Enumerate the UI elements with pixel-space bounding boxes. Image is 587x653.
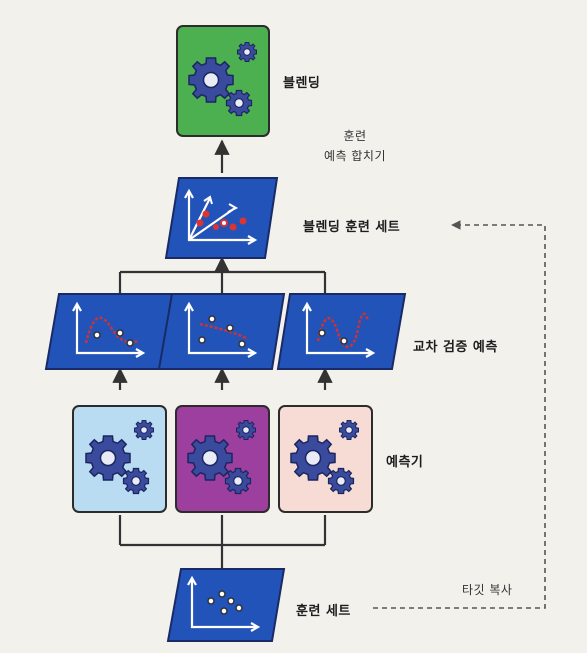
scatter-plot-icon bbox=[186, 576, 260, 633]
scatter-plot-icon bbox=[183, 189, 257, 246]
copy-targets-label: 타깃 복사 bbox=[462, 583, 513, 597]
blend-inputs-line2: 예측 합치기 bbox=[323, 149, 386, 163]
blending-train-set-card bbox=[164, 177, 279, 259]
blend-inputs-caption: 훈련 예측 합치기 bbox=[305, 126, 405, 166]
blender-box bbox=[176, 25, 270, 137]
cv-prediction-card-2 bbox=[157, 293, 286, 370]
copy-targets-arrow bbox=[373, 220, 546, 609]
predictors-label: 예측기 bbox=[386, 455, 424, 470]
blend-inputs-line1: 훈련 bbox=[343, 129, 367, 143]
blending-train-set-label: 블렌딩 훈련 세트 bbox=[303, 220, 401, 235]
train-set-label: 훈련 세트 bbox=[296, 604, 351, 619]
train-set-card bbox=[166, 568, 286, 642]
blender-label: 블렌딩 bbox=[283, 76, 321, 91]
cv-predictions-label: 교차 검증 예측 bbox=[413, 340, 498, 355]
cv-prediction-card-3 bbox=[276, 293, 407, 370]
predictor-box-3 bbox=[278, 405, 373, 513]
predictor-box-1 bbox=[72, 405, 167, 513]
connectors bbox=[112, 139, 333, 568]
cv-prediction-card-1 bbox=[44, 293, 174, 370]
predictor-box-2 bbox=[175, 405, 270, 513]
